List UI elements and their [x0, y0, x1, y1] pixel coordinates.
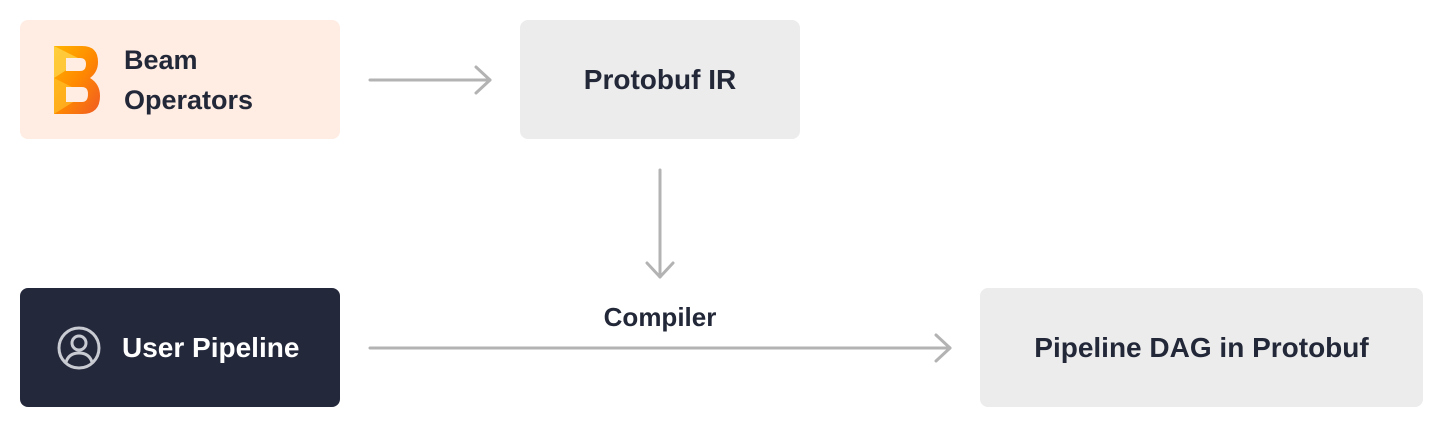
protobuf-ir-label: Protobuf IR: [583, 63, 737, 95]
beam-label-line2: Operators: [124, 84, 254, 115]
arrow-user-to-dag: [368, 333, 952, 363]
beam-operators-label: Beam Operators: [124, 40, 253, 120]
user-icon: [57, 326, 101, 369]
user-pipeline-node: User Pipeline: [20, 288, 340, 407]
protobuf-ir-node: Protobuf IR: [520, 20, 800, 139]
arrow-beam-to-protobuf: [368, 65, 492, 95]
beam-logo-icon: [54, 45, 100, 114]
beam-operators-node: Beam Operators: [20, 20, 340, 139]
beam-label-line1: Beam: [124, 44, 198, 75]
user-pipeline-label: User Pipeline: [122, 331, 300, 363]
arrow-protobuf-down: [645, 168, 675, 279]
pipeline-dag-node: Pipeline DAG in Protobuf: [980, 288, 1423, 407]
pipeline-dag-label: Pipeline DAG in Protobuf: [1034, 331, 1369, 363]
compiler-edge-label: Compiler: [603, 302, 717, 332]
